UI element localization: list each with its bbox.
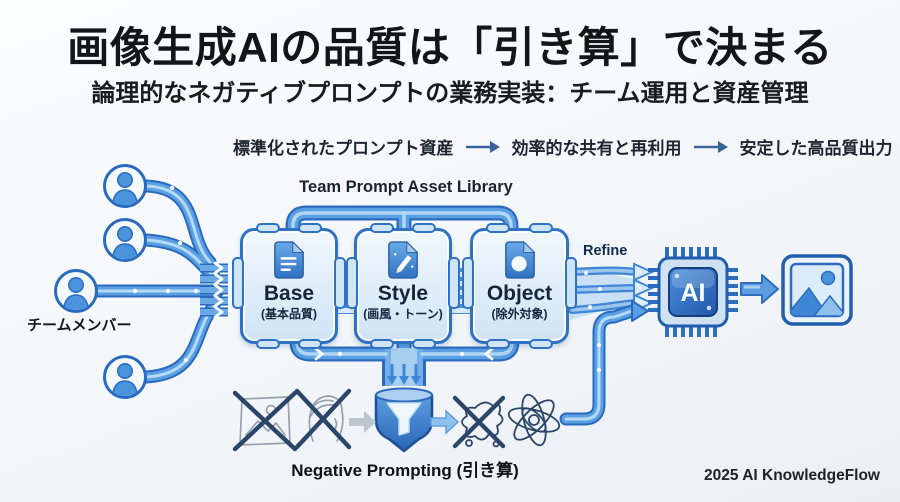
negative-feedback-pipe [566, 300, 649, 419]
footer-credit: 2025 AI KnowledgeFlow [704, 467, 880, 484]
card-title: Object [486, 282, 553, 305]
rejected-face-sketch-icon [294, 388, 352, 450]
library-title: Team Prompt Asset Library [299, 178, 513, 196]
rejected-scribble-icon [452, 395, 506, 449]
document-circle-icon [503, 240, 537, 280]
chip-output-arrow [740, 274, 779, 304]
team-member-pipes [96, 186, 228, 377]
avatar [103, 355, 147, 399]
chaos-atom-scribble-icon [507, 393, 561, 447]
chip-label: AI [681, 279, 706, 307]
card-style-prompt: Style (画風・トーン) [346, 223, 460, 349]
team-members-label: チームメンバー [27, 317, 132, 334]
right-arrow-icon [693, 140, 728, 153]
card-subtitle: (除外対象) [491, 307, 548, 321]
benefits-row: 標準化されたプロンプト資産 効率的な共有と再利用 安定した高品質出力 [233, 134, 893, 159]
benefit-efficient-sharing: 効率的な共有と再利用 [511, 139, 682, 158]
card-object-prompt: Object (除外対象) [462, 223, 577, 349]
gray-arrow-icon [349, 411, 376, 433]
negative-prompting-label: Negative Prompting (引き算) [291, 461, 519, 480]
ai-chip-icon: AI [647, 246, 739, 343]
refine-label: Refine [583, 243, 628, 259]
avatar [103, 164, 147, 208]
right-arrow-icon [465, 140, 500, 153]
page-title: 画像生成AIの品質は「引き算」で決まる [67, 24, 833, 71]
benefit-stable-output: 安定した高品質出力 [739, 139, 893, 158]
library-bottom-pipe [297, 334, 512, 386]
avatar [103, 218, 147, 262]
card-subtitle: (基本品質) [261, 307, 317, 321]
benefit-standardized-assets: 標準化されたプロンプト資産 [233, 139, 454, 158]
team-member-avatars [54, 164, 147, 399]
funnel-inlet-arrows [387, 364, 421, 385]
output-image-icon [780, 253, 854, 332]
card-base-prompt: Base (基本品質) [232, 223, 346, 349]
filter-funnel-icon [374, 387, 434, 453]
document-lines-icon [272, 240, 306, 280]
blue-arrow-icon [430, 409, 460, 435]
card-title: Style [377, 282, 429, 305]
page-subtitle: 論理的なネガティブプロンプトの業務実装：チーム運用と資産管理 [91, 80, 809, 107]
avatar [54, 269, 98, 313]
document-pencil-icon [386, 240, 420, 280]
card-subtitle: (画風・トーン) [363, 307, 443, 321]
card-title: Base [263, 282, 315, 305]
rejected-image-sketch-icon [232, 390, 298, 452]
